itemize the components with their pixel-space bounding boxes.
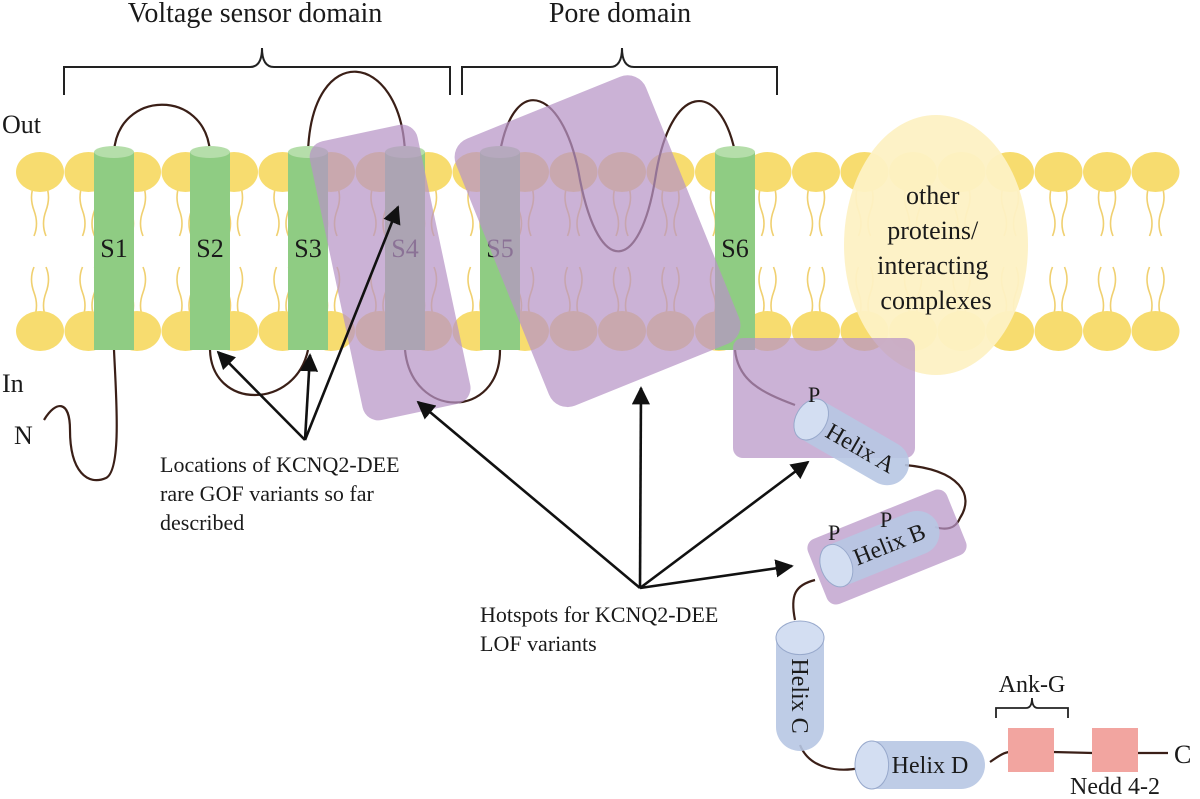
gof-annotation-line-3: described [160, 510, 244, 535]
helix-c: Helix C [775, 620, 825, 751]
segment-s2-cap [190, 146, 230, 158]
lipid-tail [758, 266, 777, 319]
segment-s1-cap [94, 146, 134, 158]
lof-hotspot-regions [309, 75, 967, 605]
lipid-head-outer [1131, 152, 1180, 192]
lipid-tail [1146, 266, 1165, 319]
lipid-head-outer [16, 152, 64, 192]
other-proteins-line-1: other [906, 181, 960, 210]
lof-arrow-s4-s5 [416, 400, 641, 589]
lipid-head-inner [16, 311, 64, 351]
lipid-tail [806, 184, 826, 237]
segment-s2: S2 [190, 146, 230, 350]
helix-b-to-c-loop [792, 578, 816, 621]
lof-annotation-line-2: LOF variants [480, 631, 597, 656]
helix-d-end [854, 740, 890, 790]
voltage-sensor-bracket [63, 47, 451, 95]
extracellular-label: Out [2, 110, 42, 139]
gof-arrow-s2 [216, 350, 306, 441]
hotspot-s4 [309, 124, 471, 421]
domain-brackets [63, 47, 778, 95]
n-terminus-label: N [14, 421, 33, 450]
segment-s6-label: S6 [721, 234, 748, 263]
helix-d-label: Helix D [892, 753, 969, 779]
ankg-binding-box [1008, 728, 1054, 772]
segment-s1: S1 [94, 146, 134, 350]
hotspot-pore [454, 75, 741, 408]
helix-b-end [819, 543, 854, 588]
other-proteins-label: other proteins/ interacting complexes [877, 181, 995, 315]
gof-annotation-line-1: Locations of KCNQ2-DEE [160, 452, 400, 477]
lipid-tail [1146, 184, 1165, 237]
pore-domain-label: Pore domain [549, 0, 691, 29]
lipid-tail [1097, 266, 1117, 319]
phospho-site-helix-b-2: P [880, 507, 892, 532]
lof-arrow-helix-b [639, 559, 794, 590]
segment-s1-label: S1 [100, 234, 127, 263]
phospho-site-helix-b-1: P [828, 520, 840, 545]
helix-d-body [855, 741, 985, 789]
s1-s2-loop [112, 103, 212, 153]
gof-arrow-s3 [299, 353, 319, 441]
lipid-tail [1049, 266, 1068, 319]
lipid-tail [758, 184, 777, 237]
ankg-label: Ank-G [999, 672, 1066, 698]
nedd4-2-binding-box [1092, 728, 1138, 772]
segment-s2-label: S2 [196, 234, 223, 263]
nedd4-2-label: Nedd 4-2 [1070, 774, 1160, 799]
helix-c-body [776, 621, 824, 751]
lipid-tail [1049, 184, 1068, 237]
segment-s3-label: S3 [294, 234, 321, 263]
n-terminal-tail [43, 349, 118, 482]
gof-annotation-line-2: rare GOF variants so far [160, 481, 374, 506]
lipid-head-outer [743, 152, 792, 192]
segment-s6-cap [715, 146, 755, 158]
gof-arrow-s4 [303, 205, 401, 441]
lipid-tail [1097, 184, 1117, 237]
lof-annotation-line-1: Hotspots for KCNQ2-DEE [480, 602, 718, 627]
phospho-site-helix-a: P [808, 382, 820, 407]
lipid-head-inner [1034, 311, 1083, 351]
helix-c-label: Helix C [786, 658, 812, 733]
s2-s3-loop [208, 349, 310, 396]
gof-annotation: Locations of KCNQ2-DEE rare GOF variants… [160, 452, 405, 535]
helix-c-end [775, 620, 825, 656]
segment-s3: S3 [288, 146, 328, 350]
lipid-tail [30, 266, 50, 319]
helix-a-end [793, 398, 829, 441]
other-proteins-line-4: complexes [880, 286, 991, 315]
lipid-tail [806, 266, 826, 319]
lipid-head-outer [1083, 152, 1131, 192]
lipid-head-inner [1131, 311, 1180, 351]
lof-annotation: Hotspots for KCNQ2-DEE LOF variants [480, 602, 724, 656]
lipid-head-outer [792, 152, 840, 192]
other-proteins-line-3: interacting [877, 251, 988, 280]
helix-d: Helix D [854, 740, 985, 790]
annotation-arrows [216, 205, 810, 590]
helix-b: Helix B [819, 510, 940, 588]
pore-bracket [461, 47, 778, 95]
segment-s2-body [190, 152, 230, 350]
lipid-head-inner [1083, 311, 1131, 351]
segment-s1-body [94, 152, 134, 350]
ankg-bracket [995, 697, 1069, 718]
other-proteins-line-2: proteins/ [887, 216, 979, 245]
s3-s4-loop [306, 70, 407, 153]
helix-c-to-d-loop [798, 744, 861, 771]
c-terminus-label: C [1174, 740, 1191, 769]
other-proteins-ellipse [844, 115, 1028, 375]
intracellular-label: In [2, 369, 24, 398]
lof-arrow-pore [631, 386, 651, 589]
voltage-sensor-domain-label: Voltage sensor domain [128, 0, 383, 29]
lof-arrow-helix-a [639, 460, 810, 590]
lipid-tail [30, 184, 50, 237]
phosphorylation-sites: P P P [808, 382, 892, 545]
lipid-head-outer [1034, 152, 1083, 192]
